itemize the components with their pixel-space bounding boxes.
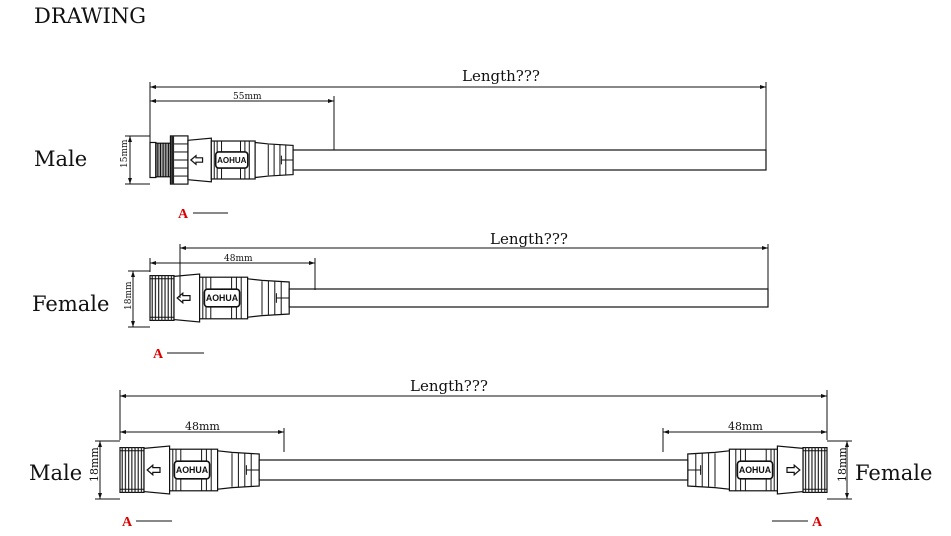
arrowhead — [150, 85, 156, 89]
plug-tip — [149, 141, 157, 179]
dimension-label-left: 48mm — [185, 420, 220, 433]
knurl-rib — [131, 447, 133, 493]
arrowhead — [120, 394, 126, 398]
section-mark-a: A — [122, 515, 133, 530]
section-mark-a: A — [153, 347, 164, 362]
logo: AOHUA — [217, 156, 247, 165]
diameter-label: 18mm — [124, 281, 134, 310]
logo-plate — [214, 151, 249, 169]
female-label: Female — [32, 292, 109, 316]
arrowhead — [131, 321, 135, 327]
logo: AOHUA — [739, 465, 772, 475]
direction-arrow-icon — [146, 463, 161, 477]
knurl-rib — [161, 275, 163, 321]
knurl-rib — [167, 275, 169, 321]
knurl-rib — [124, 447, 127, 493]
knurl-rib — [151, 275, 153, 321]
cable-body — [288, 288, 769, 308]
cable — [288, 288, 769, 308]
arrowhead — [150, 99, 156, 103]
knurl-rib — [140, 447, 143, 493]
diameter-label-left: 18mm — [88, 447, 101, 482]
length-label: Length??? — [490, 230, 568, 248]
arrowhead — [821, 394, 827, 398]
arrowhead — [762, 246, 768, 250]
direction-arrow-icon — [189, 154, 204, 166]
arrowhead — [180, 246, 186, 250]
arrowhead — [128, 136, 132, 142]
dimension-label-right: 48mm — [728, 420, 763, 433]
arrowhead — [845, 441, 849, 447]
arrowhead — [328, 99, 334, 103]
knurl-rib — [814, 447, 816, 493]
knurl-rib — [121, 447, 123, 493]
logo: AOHUA — [176, 465, 209, 475]
diameter-label-right: 18mm — [836, 447, 849, 482]
knurl-rib — [137, 447, 139, 493]
knurl-rib — [804, 447, 807, 493]
knurl-rib — [154, 275, 157, 321]
knurl-rib — [134, 447, 136, 493]
female-connector: AOHUA — [149, 273, 290, 323]
direction-arrow-icon — [786, 463, 801, 477]
arrowhead — [760, 85, 766, 89]
arrowhead — [98, 441, 102, 447]
logo-plate — [203, 288, 241, 308]
knurl-rib — [824, 447, 826, 493]
cable-body — [258, 459, 689, 481]
knurl-rib — [170, 275, 173, 321]
length-label: Length??? — [462, 67, 540, 85]
female-connector: AOHUA — [687, 445, 828, 495]
female-label: Female — [855, 461, 932, 485]
male-label: Male — [29, 461, 82, 485]
knurl-rib — [817, 447, 819, 493]
arrowhead — [98, 493, 102, 499]
knurl-rib — [820, 447, 823, 493]
arrowhead — [821, 430, 827, 434]
male-connector: AOHUA — [149, 135, 294, 185]
arrowhead — [120, 430, 126, 434]
male-label: Male — [34, 147, 87, 171]
nut-shade — [171, 135, 175, 185]
cable-body — [292, 149, 767, 171]
knurl-rib — [158, 275, 160, 321]
arrowhead — [150, 261, 156, 265]
female-connector: AOHUA — [119, 445, 260, 495]
logo-plate — [736, 460, 774, 480]
arrowhead — [309, 261, 315, 265]
arrowhead — [845, 493, 849, 499]
section-mark-a: A — [178, 207, 189, 222]
arrowhead — [278, 430, 284, 434]
dimension-label: 48mm — [224, 254, 253, 264]
logo: AOHUA — [206, 293, 239, 303]
length-label: Length??? — [410, 377, 488, 395]
knurl-rib — [808, 447, 810, 493]
arrowhead — [128, 178, 132, 184]
arrowhead — [663, 430, 669, 434]
section-mark-a: A — [812, 515, 823, 530]
logo-plate — [173, 460, 211, 480]
knurl-rib — [811, 447, 813, 493]
cable — [292, 149, 767, 171]
arrowhead — [131, 271, 135, 277]
knurl-rib — [164, 275, 166, 321]
knurl-rib — [128, 447, 130, 493]
dimension-label: 55mm — [233, 92, 262, 102]
drawing-title: DRAWING — [34, 4, 146, 28]
diameter-label: 15mm — [120, 139, 130, 168]
cable — [258, 459, 689, 481]
